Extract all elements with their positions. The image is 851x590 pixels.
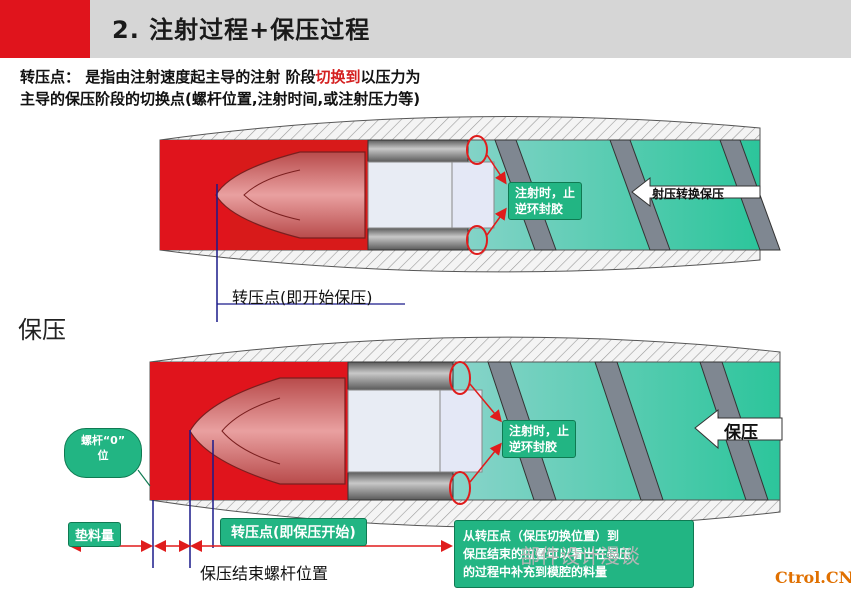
bottom-screw-shaft — [439, 389, 483, 473]
top-check-ring-body — [367, 161, 469, 229]
screw-zero-callout: 螺杆“0” 位 — [64, 428, 142, 478]
bottom-screw-tip — [189, 377, 346, 485]
top-barrel-wall-upper — [159, 115, 761, 141]
bottom-check-ring-upper — [347, 361, 454, 391]
watermark: 部件设计漫谈 — [520, 544, 640, 568]
bottom-arrow-lower — [469, 442, 502, 483]
intro-text-end: 以压力为 — [360, 68, 421, 86]
bottom-pressure-label: 保压 — [724, 423, 758, 443]
top-barrel — [159, 115, 781, 322]
top-check-ring-note: 注射时，止 逆环封胶 — [508, 182, 583, 220]
top-check-ring-upper — [367, 139, 469, 163]
intro-highlight: 切换到 — [315, 68, 361, 86]
bottom-check-ring-body — [347, 389, 454, 473]
bottom-ring-circle-lower — [449, 471, 471, 505]
top-flow-label: 射压转换保压 — [652, 187, 725, 201]
page-title: 2. 注射过程+保压过程 — [112, 16, 371, 44]
site-logo: Ctrol.CN — [775, 568, 851, 587]
intro-line-2: 主导的保压阶段的切换点(螺杆位置,注射时间,或注射压力等) — [20, 90, 421, 108]
top-flow-arrow — [631, 176, 761, 208]
title-accent — [0, 0, 90, 58]
hold-info-note: 从转压点（保压切换位置）到 保压结束的位置可以看出在保压 的过程中补充到模腔的料… — [454, 520, 694, 588]
top-ring-circle-upper — [466, 135, 488, 165]
top-arrow-lower — [486, 207, 507, 236]
bottom-flight-2 — [594, 361, 664, 501]
top-screw-tip-inner — [243, 169, 301, 221]
bottom-arrow-upper — [469, 383, 502, 423]
top-check-ring-lower — [367, 227, 469, 251]
top-screw-shaft — [451, 161, 495, 229]
bottom-screw-tip-inner — [221, 397, 281, 465]
hold-end-label: 保压结束螺杆位置 — [200, 564, 329, 583]
top-ring-circle-lower — [466, 225, 488, 255]
intro-text: 转压点： 是指由注射速度起主导的注射 阶段 — [20, 68, 316, 86]
title-bar — [0, 0, 851, 58]
bottom-ring-circle-upper — [449, 361, 471, 395]
top-barrel-wall-lower — [159, 249, 761, 273]
bottom-switch-point-label: 转压点(即保压开始) — [220, 518, 367, 546]
cushion-label: 垫料量 — [68, 522, 122, 547]
bottom-check-ring-note: 注射时，止 逆环封胶 — [502, 420, 577, 458]
zero-callout-tail — [137, 469, 151, 487]
top-switch-point-label: 转压点(即开始保压) — [232, 288, 373, 307]
intro-line-1: 转压点： 是指由注射速度起主导的注射 阶段切换到以压力为 — [20, 66, 420, 87]
section-label: 保压 — [18, 316, 66, 344]
top-arrow-upper — [486, 154, 507, 185]
bottom-pressure-arrow — [694, 408, 783, 450]
bottom-check-ring-lower — [347, 471, 454, 501]
bottom-barrel-wall-upper — [149, 336, 781, 363]
